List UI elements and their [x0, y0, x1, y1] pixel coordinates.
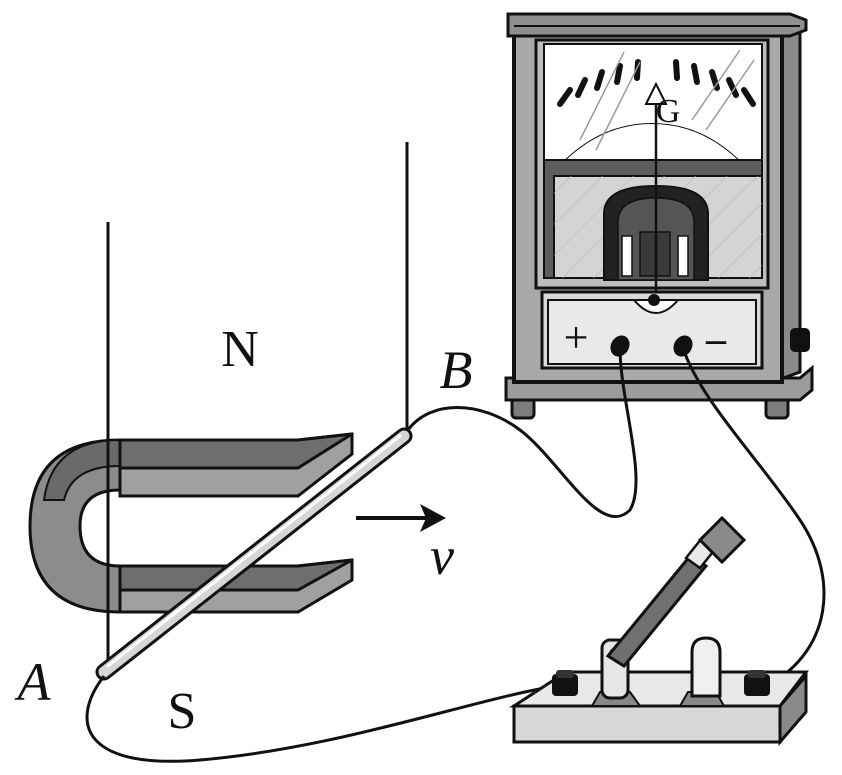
switch-blade: [605, 554, 709, 668]
terminal-plus: [610, 335, 630, 357]
wire-b-to-galvanometer: [406, 347, 638, 519]
switch-terminal-right: [744, 670, 770, 696]
zero-adjust-notch: [631, 299, 681, 314]
velocity-label: v: [430, 526, 454, 586]
wire-a-to-switch: [85, 675, 557, 763]
coil-bar-right: [677, 235, 689, 277]
conductor-rod: [95, 427, 413, 681]
south-pole-label: S: [168, 683, 197, 740]
needle-arrow: [644, 81, 668, 105]
horseshoe-magnet: [28, 432, 354, 614]
rod-end-b-label: B: [440, 340, 473, 400]
coil-bar-left: [621, 235, 633, 277]
galvanometer: G + –: [504, 12, 814, 420]
north-pole-label: N: [221, 321, 259, 378]
terminal-minus-label: –: [705, 316, 727, 361]
galvanometer-label: G: [656, 93, 681, 130]
velocity-arrow: [356, 504, 446, 532]
wire-galvanometer-to-switch: [681, 347, 826, 686]
switch-handle: [697, 515, 747, 565]
glass-reflection: [579, 49, 755, 151]
terminal-plus-label: +: [564, 313, 589, 362]
switch-terminal-left: [552, 670, 578, 696]
zero-adjust-screw: [648, 294, 660, 306]
switch-clip: [690, 636, 722, 698]
rod-end-a-label: A: [15, 652, 52, 712]
terminal-minus: [673, 335, 693, 357]
knife-switch: [508, 515, 810, 747]
dial-scale: [557, 59, 756, 107]
circuit-wires: [85, 347, 826, 763]
side-knob: [790, 328, 810, 352]
